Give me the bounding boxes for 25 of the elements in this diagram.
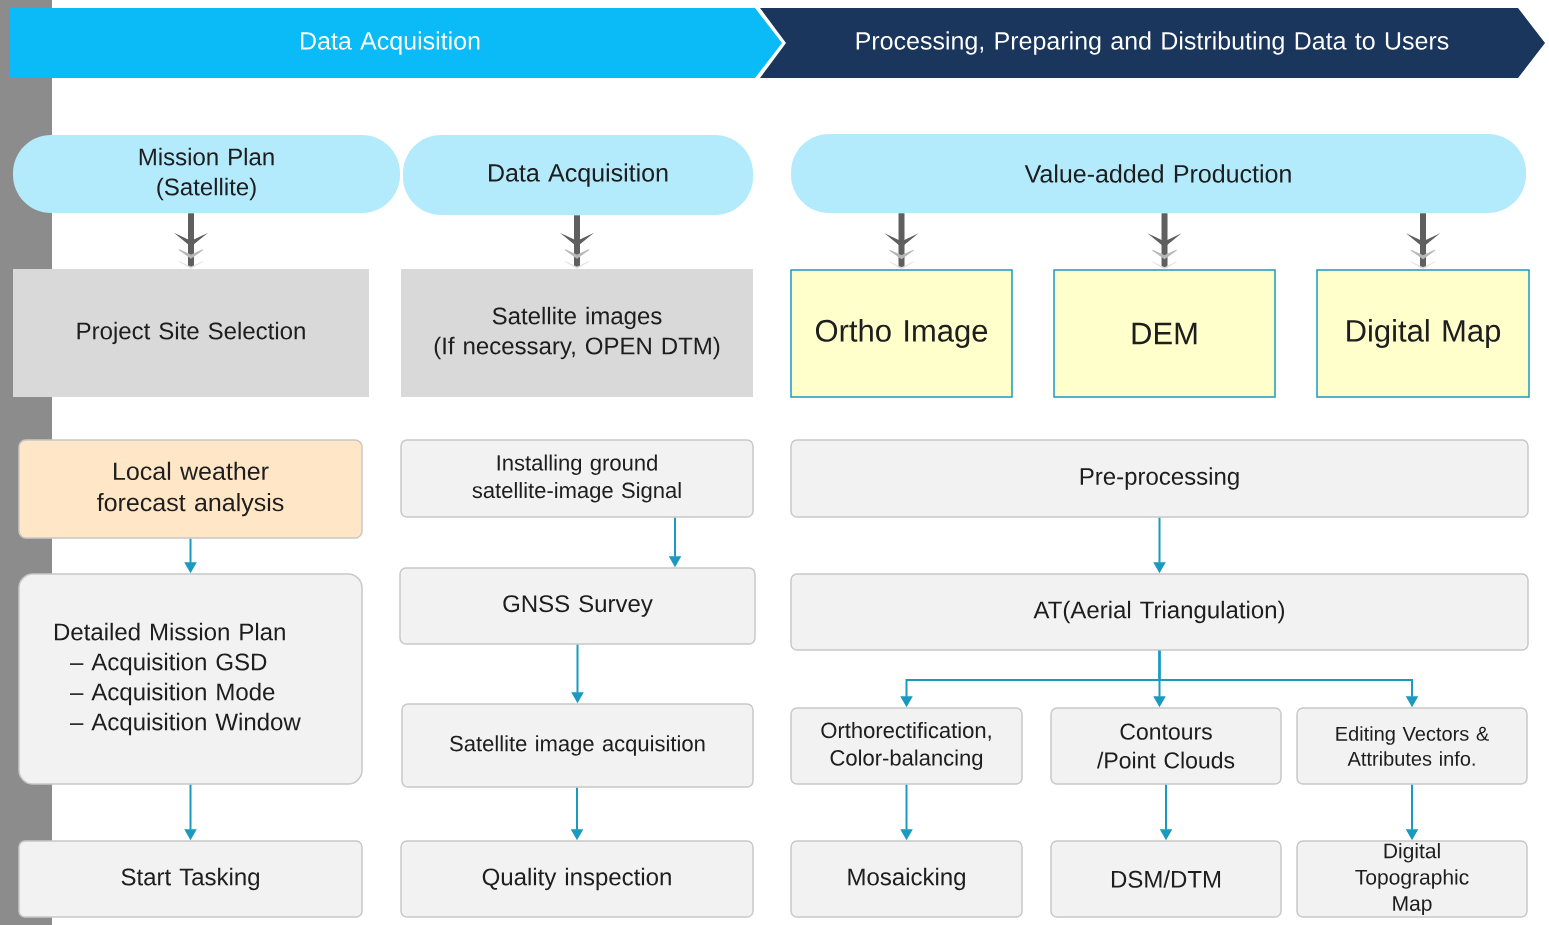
process-box: Local weather forecast analysis	[18, 439, 363, 539]
process-box: Contours /Point Clouds	[1050, 707, 1282, 785]
process-box: Satellite images (If necessary, OPEN DTM)	[401, 269, 753, 397]
rounded-label: Data Acquisition	[403, 135, 753, 215]
process-box: Digital Topographic Map	[1296, 840, 1528, 918]
process-box: Mosaicking	[790, 840, 1023, 918]
process-box: Project Site Selection	[13, 269, 369, 397]
chevron-banner: Processing, Preparing and Distributing Data to Users	[760, 8, 1545, 78]
process-box: Detailed Mission Plan – Acquisition GSD – Acquisition Mode – Acquisition Window	[18, 573, 363, 785]
process-box: Orthorectification, Color-balancing	[790, 707, 1023, 785]
output-box: Ortho Image	[790, 269, 1013, 398]
process-box: Quality inspection	[400, 840, 754, 918]
process-box: Satellite image acquisition	[401, 703, 754, 788]
chevron-banner: Data Acquisition	[10, 8, 782, 78]
process-box: Editing Vectors & Attributes info.	[1296, 707, 1528, 785]
process-box: GNSS Survey	[399, 567, 756, 645]
output-box: Digital Map	[1316, 269, 1530, 398]
process-box: Installing ground satellite-image Signal	[400, 439, 754, 518]
process-box: DSM/DTM	[1050, 840, 1282, 918]
output-box: DEM	[1053, 269, 1276, 398]
process-box: AT(Aerial Triangulation)	[790, 573, 1529, 651]
process-box: Start Tasking	[18, 840, 363, 918]
process-box: Pre-processing	[790, 439, 1529, 518]
rounded-label: Value-added Production	[791, 134, 1526, 213]
rounded-label: Mission Plan (Satellite)	[13, 135, 400, 213]
